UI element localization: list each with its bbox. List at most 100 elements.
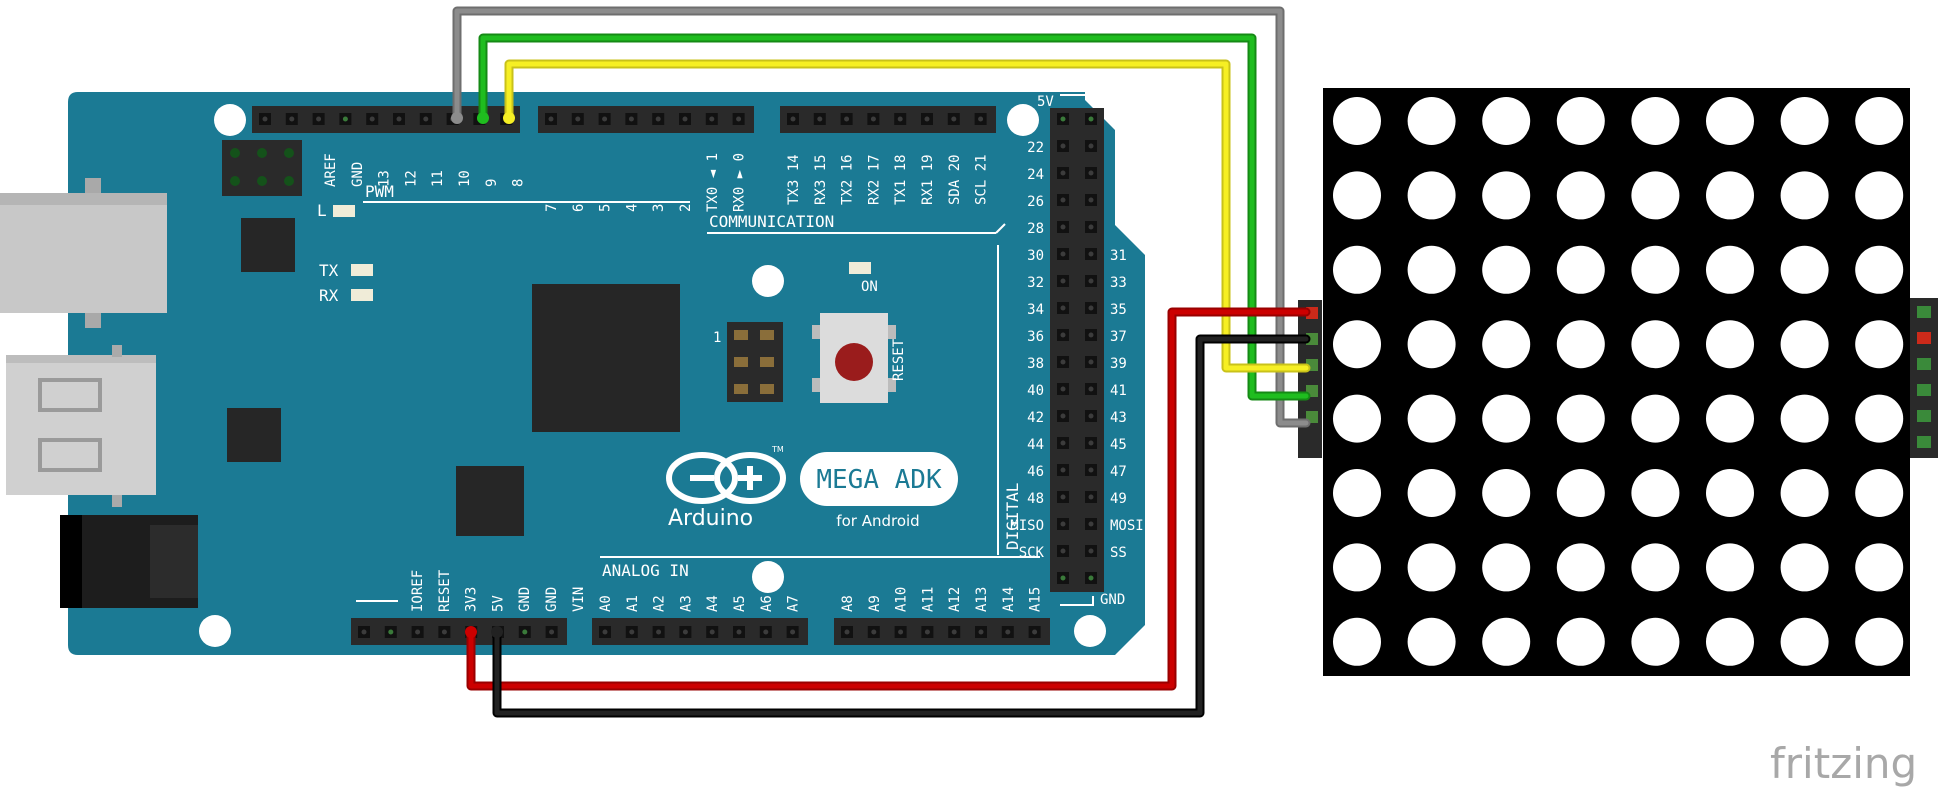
matrix-led xyxy=(1780,320,1829,369)
pin-label-top-left: 10 xyxy=(457,170,473,187)
reset-button[interactable] xyxy=(812,313,896,403)
tx-led xyxy=(351,264,373,276)
green-wire-core xyxy=(480,35,1309,399)
pin-label-top-mid: RX0 ► 0 xyxy=(732,153,748,212)
header-pin-hole xyxy=(1032,629,1038,635)
pin-label-top-left: 12 xyxy=(403,170,419,187)
pin-label-digital-left: MISO xyxy=(1010,518,1044,534)
matrix-led xyxy=(1855,320,1904,369)
matrix-header-right xyxy=(1910,298,1938,458)
header-pin-hole xyxy=(1060,332,1066,338)
analog-in-label: ANALOG IN xyxy=(602,561,689,580)
header-pin-hole xyxy=(441,629,447,635)
header-pin-hole xyxy=(790,629,796,635)
pin-label-top-right: SCL 21 xyxy=(974,154,990,205)
header-pin-hole xyxy=(1005,629,1011,635)
pin-label-analog-a: A6 xyxy=(759,595,775,612)
matrix-led xyxy=(1780,469,1829,517)
header-pin-hole xyxy=(763,629,769,635)
pin-label-analog-a: A3 xyxy=(678,595,694,612)
pin-label-analog-b: A11 xyxy=(920,587,936,612)
power-jack xyxy=(60,515,198,608)
matrix-led xyxy=(1556,320,1605,369)
pin-label-digital-left: 36 xyxy=(1027,329,1044,345)
header-pin-hole xyxy=(1060,521,1066,527)
pin-label-digital-left: 34 xyxy=(1027,302,1044,318)
pin-label-digital-right: 49 xyxy=(1110,491,1127,507)
header-power xyxy=(351,618,567,645)
header-top-mid xyxy=(538,106,754,133)
pin-label-top-right: TX3 14 xyxy=(786,154,802,205)
pin-label-digital-right: 41 xyxy=(1110,383,1127,399)
header-pin-hole xyxy=(549,629,555,635)
matrix-led xyxy=(1556,97,1605,145)
header-pin-hole xyxy=(1060,575,1066,581)
pin-label-digital-left: 38 xyxy=(1027,356,1044,372)
pin-label-top-mid: 6 xyxy=(571,204,587,212)
header-pin-hole xyxy=(548,116,554,122)
usb-host-connector xyxy=(6,345,156,507)
on-label: ON xyxy=(861,279,878,295)
matrix-led xyxy=(1706,97,1754,145)
arduino-board: 1 RESET L TX RX ON PWM COMMUNICATION DIG… xyxy=(0,92,1145,655)
pin-label-top-mid: 4 xyxy=(624,204,640,212)
header-pin-hole xyxy=(342,116,348,122)
header-pin-hole xyxy=(423,116,429,122)
pin-label-digital-left: 26 xyxy=(1027,194,1044,210)
header-pin-hole xyxy=(844,629,850,635)
header-pin-hole xyxy=(978,629,984,635)
header-pin-hole xyxy=(1088,521,1094,527)
header-pin-hole xyxy=(790,116,796,122)
header-pin-hole xyxy=(1060,170,1066,176)
arduino-logo: Arduino TM xyxy=(666,445,786,531)
pin-label-digital-left: 22 xyxy=(1027,140,1044,156)
header-pin-hole xyxy=(628,116,634,122)
pin-label-analog-a: A7 xyxy=(786,595,802,612)
header-pin-hole xyxy=(1088,332,1094,338)
matrix-led xyxy=(1855,97,1904,145)
pin-label-analog-a: A2 xyxy=(652,595,668,612)
pin-label-top-right: SDA 20 xyxy=(947,154,963,205)
header-pin-hole xyxy=(1060,413,1066,419)
header-pin-hole xyxy=(682,629,688,635)
icsp-header-left xyxy=(222,140,302,196)
header-pin-hole xyxy=(1088,170,1094,176)
pin-label-top-left: 13 xyxy=(377,170,393,187)
pin-label-top-right: RX1 19 xyxy=(920,154,936,205)
header-pin-hole xyxy=(1088,143,1094,149)
pin-label-top-right: RX2 17 xyxy=(866,154,882,205)
header-pin-hole xyxy=(924,629,930,635)
pin-label-top-mid: 7 xyxy=(544,204,560,212)
black-wire-core xyxy=(494,336,1309,716)
yellow-wire-core xyxy=(506,61,1309,371)
header-digital xyxy=(1050,108,1104,592)
header-pin-hole xyxy=(1088,305,1094,311)
header-pin-hole xyxy=(1088,467,1094,473)
matrix-led xyxy=(1706,543,1754,592)
mounting-hole xyxy=(1074,615,1106,647)
matrix-led xyxy=(1706,171,1754,220)
header-pin-hole xyxy=(1088,575,1094,581)
header-pin-hole xyxy=(602,629,608,635)
header-pin-hole xyxy=(289,116,295,122)
matrix-led xyxy=(1407,97,1456,145)
pin-label-top-right: RX3 15 xyxy=(813,154,829,205)
matrix-led xyxy=(1631,97,1680,145)
pin-label-power: GND xyxy=(517,587,533,612)
header-pin-hole xyxy=(602,116,608,122)
matrix-led xyxy=(1407,469,1456,517)
pin-label-digital-right: SS xyxy=(1110,545,1127,561)
header-pin-hole xyxy=(844,116,850,122)
pin-label-top-left: AREF xyxy=(323,153,339,187)
main-chip xyxy=(532,284,680,432)
pin-label-power: RESET xyxy=(437,569,453,612)
matrix-led xyxy=(1780,171,1829,220)
matrix-led xyxy=(1407,245,1456,294)
pin-label-power: IOREF xyxy=(410,570,426,612)
pin-label-top-right: TX2 16 xyxy=(840,154,856,205)
pin-label-digital-right: MOSI xyxy=(1110,518,1144,534)
header-pin-hole xyxy=(1060,494,1066,500)
tx-label: TX xyxy=(319,261,339,280)
